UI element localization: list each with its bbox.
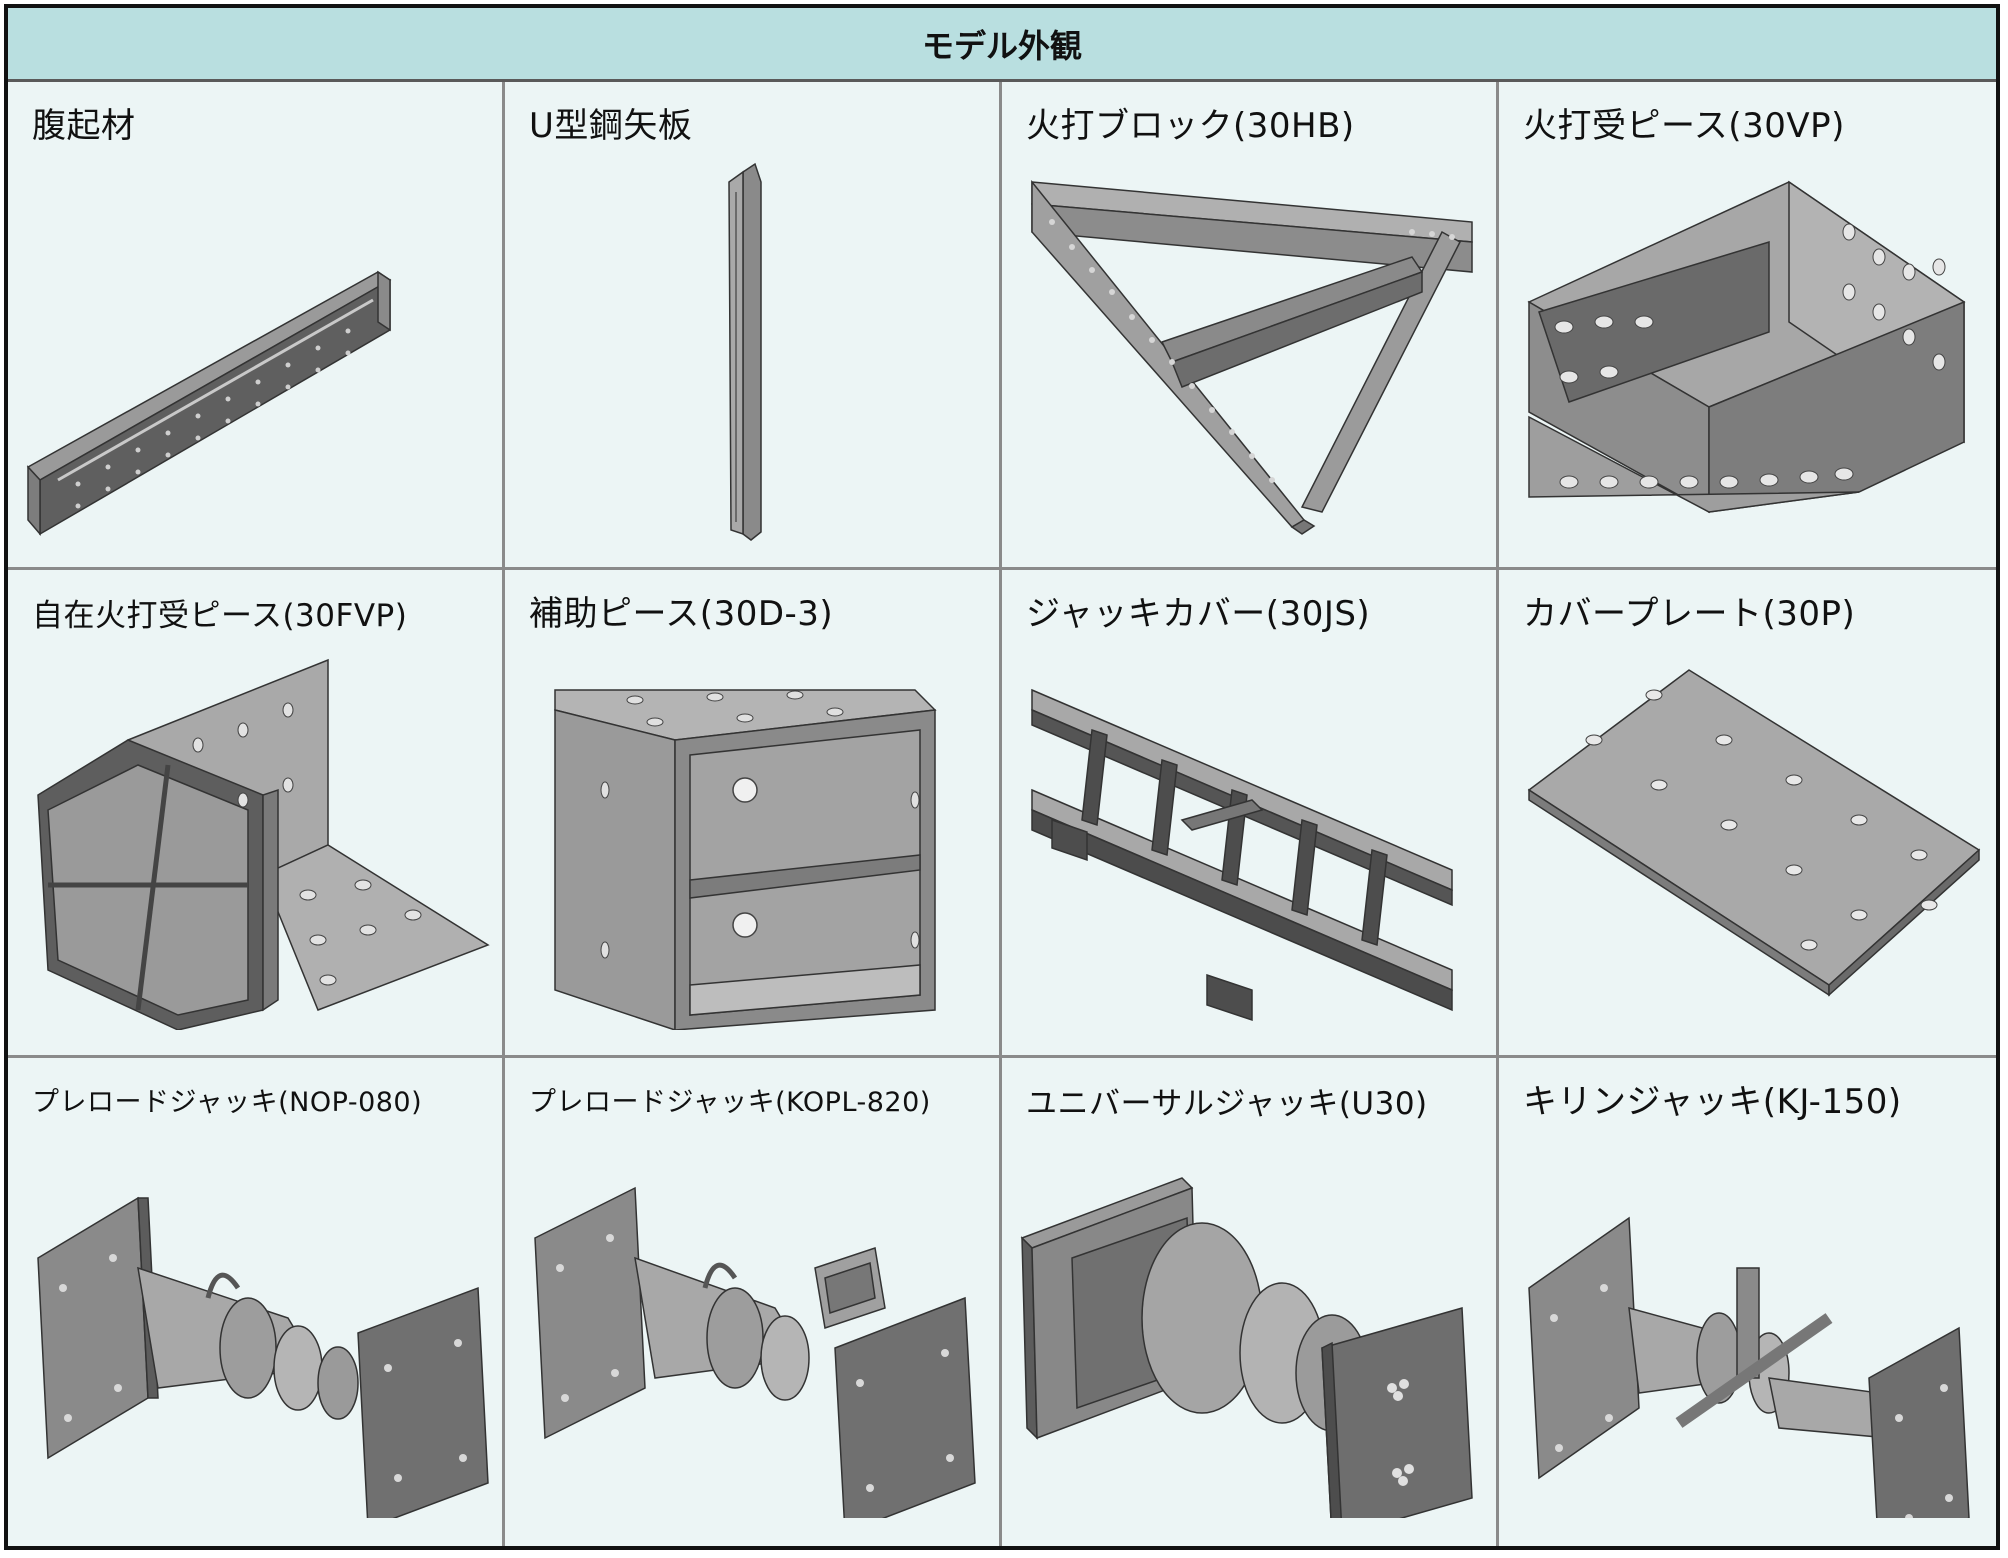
cell-label-waler: 腹起材 — [32, 106, 136, 146]
preload-jack-nop080-icon — [37, 1196, 489, 1518]
cell-cover-plate: カバープレート(30P) — [1499, 570, 1996, 1058]
waler-beam-icon — [26, 270, 392, 537]
kirin-jack-icon — [1528, 1216, 1970, 1518]
auxiliary-piece-icon — [554, 689, 937, 1030]
preload-jack-kopl820-icon — [534, 1186, 976, 1518]
model-grid: 腹起材 U型鋼矢板 — [8, 82, 1996, 1546]
strut-bracket-piece-icon — [1527, 180, 1966, 514]
u-sheet-pile-icon — [728, 162, 762, 541]
cell-universal-jack: ユニバーサルジャッキ(U30) — [1002, 1058, 1499, 1546]
strut-block-icon — [1031, 179, 1473, 535]
cell-strut-bracket: 火打受ピース(30VP) — [1499, 82, 1996, 570]
cell-label-auxiliary-piece: 補助ピース(30D-3) — [529, 594, 834, 634]
cell-label-preload-jack-kopl820: プレロードジャッキ(KOPL-820) — [529, 1087, 931, 1118]
cell-waler: 腹起材 — [8, 82, 505, 570]
table-header-title: モデル外観 — [8, 8, 1996, 82]
cell-label-cover-plate: カバープレート(30P) — [1523, 594, 1856, 634]
cell-jack-cover: ジャッキカバー(30JS) — [1002, 570, 1499, 1058]
cell-label-universal-jack: ユニバーサルジャッキ(U30) — [1026, 1086, 1428, 1122]
cell-label-adjustable-bracket: 自在火打受ピース(30FVP) — [32, 598, 408, 634]
cell-label-strut-block: 火打ブロック(30HB) — [1026, 106, 1355, 146]
universal-jack-icon — [1020, 1177, 1473, 1518]
jack-cover-icon — [1031, 688, 1453, 1022]
cell-label-preload-jack-nop080: プレロードジャッキ(NOP-080) — [32, 1087, 423, 1118]
cell-label-kirin-jack: キリンジャッキ(KJ-150) — [1523, 1082, 1902, 1122]
cover-plate-icon — [1527, 669, 1981, 997]
cell-preload-jack-kopl820: プレロードジャッキ(KOPL-820) — [505, 1058, 1002, 1546]
cell-kirin-jack: キリンジャッキ(KJ-150) — [1499, 1058, 1996, 1546]
cell-strut-block: 火打ブロック(30HB) — [1002, 82, 1499, 570]
cell-u-sheet-pile: U型鋼矢板 — [505, 82, 1002, 570]
cell-adjustable-bracket: 自在火打受ピース(30FVP) — [8, 570, 505, 1058]
model-appearance-table: モデル外観 腹起材 — [4, 4, 2000, 1550]
cell-preload-jack-nop080: プレロードジャッキ(NOP-080) — [8, 1058, 505, 1546]
cell-label-strut-bracket: 火打受ピース(30VP) — [1523, 106, 1845, 146]
cell-label-jack-cover: ジャッキカバー(30JS) — [1026, 594, 1371, 634]
cell-auxiliary-piece: 補助ピース(30D-3) — [505, 570, 1002, 1058]
cell-label-u-sheet-pile: U型鋼矢板 — [529, 106, 693, 146]
adjustable-bracket-piece-icon — [37, 658, 490, 1030]
